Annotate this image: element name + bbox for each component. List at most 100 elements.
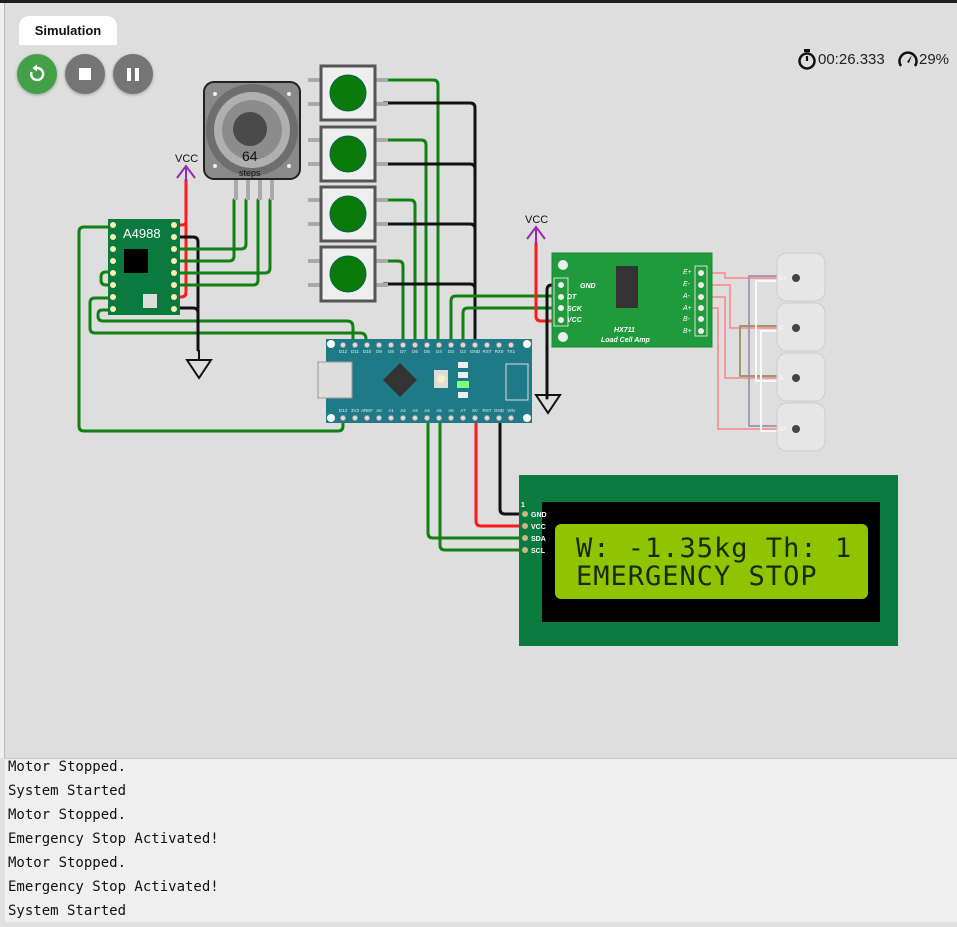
- stopwatch-icon: [798, 49, 816, 70]
- nano-top-pin[interactable]: [424, 342, 430, 348]
- nano-top-pin[interactable]: [484, 342, 490, 348]
- hx711-pin-gnd: GND: [580, 283, 596, 290]
- wire-hx-dt: [449, 294, 561, 349]
- nano-top-pin[interactable]: [448, 342, 454, 348]
- nano-bottom-pin[interactable]: [400, 415, 406, 421]
- pushbutton-3[interactable]: [308, 185, 388, 243]
- nano-bottom-pin[interactable]: [448, 415, 454, 421]
- hx711-module[interactable]: GND DT SCK VCC HX711 Load Cell Amp E+ E-…: [551, 252, 713, 348]
- stepper-motor[interactable]: 64 steps: [203, 81, 301, 200]
- load-cell-label: A-: [779, 376, 785, 382]
- nano-bottom-pin[interactable]: [424, 415, 430, 421]
- elapsed-time: 00:26.333: [818, 50, 885, 68]
- console-line: Motor Stopped.: [8, 807, 127, 823]
- pushbutton-4[interactable]: [308, 245, 388, 303]
- nano-top-pin-label: RST: [483, 349, 492, 354]
- wire-hx-sck: [461, 306, 561, 349]
- wire-driver-vcc: [174, 178, 188, 299]
- console-line: Motor Stopped.: [8, 855, 127, 871]
- nano-top-pin[interactable]: [364, 342, 370, 348]
- lcd-pin-gnd: GND: [531, 512, 547, 519]
- wire-lcd-scl: [438, 416, 526, 552]
- hx711-pin-sck: SCK: [567, 306, 583, 313]
- nano-top-pin[interactable]: [460, 342, 466, 348]
- nano-top-pin-label: D9: [376, 349, 382, 354]
- nano-top-pin-label: D7: [400, 349, 406, 354]
- pause-icon: [127, 68, 139, 81]
- nano-top-pin-label: D5: [424, 349, 430, 354]
- nano-bottom-pin-label: 3V3: [351, 408, 360, 413]
- nano-top-pin[interactable]: [388, 342, 394, 348]
- pushbutton-1[interactable]: [308, 64, 388, 122]
- lcd-pin-sda: SDA: [531, 536, 546, 543]
- nano-top-pin[interactable]: [472, 342, 478, 348]
- nano-top-pin-label: D4: [436, 349, 442, 354]
- lcd-1602[interactable]: 1 GND VCC SDA SCL W: -1.35kg Th: 1 EMERG…: [519, 475, 898, 646]
- nano-top-pin-label: D2: [460, 349, 466, 354]
- nano-bottom-pin[interactable]: [340, 415, 346, 421]
- hx711-pin-e-plus: E+: [683, 269, 692, 276]
- hx711-pin-b-plus: B+: [683, 328, 692, 335]
- nano-bottom-pin-label: 5V: [472, 408, 478, 413]
- nano-bottom-pin[interactable]: [376, 415, 382, 421]
- nano-bottom-pin-label: A3: [412, 408, 418, 413]
- nano-bottom-pin[interactable]: [496, 415, 502, 421]
- simulation-canvas[interactable]: VCC VCC 64 steps A498: [5, 3, 957, 758]
- nano-bottom-pin[interactable]: [364, 415, 370, 421]
- nano-top-pin-label: D11: [351, 349, 359, 354]
- window-top-bar: [0, 0, 957, 3]
- console-line: Emergency Stop Activated!: [8, 831, 219, 847]
- nano-top-pin[interactable]: [508, 342, 514, 348]
- load-cell-4: A+: [776, 402, 826, 452]
- load-cell-label: A+: [779, 427, 787, 433]
- nano-top-pin[interactable]: [496, 342, 502, 348]
- vcc-label-1: VCC: [175, 153, 198, 165]
- serial-monitor[interactable]: Motor Stopped. System Started Motor Stop…: [5, 758, 957, 922]
- nano-bottom-pin-label: AREF: [361, 408, 373, 413]
- nano-top-pin[interactable]: [400, 342, 406, 348]
- stop-button[interactable]: [65, 54, 105, 94]
- pushbutton-2[interactable]: [308, 125, 388, 183]
- nano-bottom-pin-label: VIN: [507, 408, 515, 413]
- nano-bottom-pin[interactable]: [436, 415, 442, 421]
- elapsed-time-display: 00:26.333: [796, 48, 885, 70]
- nano-bottom-pin-label: A2: [400, 408, 406, 413]
- tab-simulation[interactable]: Simulation: [19, 16, 117, 45]
- hx711-pin-vcc: VCC: [567, 317, 583, 324]
- nano-bottom-pin-label: GND: [494, 408, 505, 413]
- load-cells[interactable]: E+ E- A- A+: [776, 252, 826, 452]
- nano-bottom-pin[interactable]: [412, 415, 418, 421]
- nano-bottom-pin[interactable]: [508, 415, 514, 421]
- wire-hx-vcc: [534, 241, 561, 323]
- nano-bottom-pin[interactable]: [388, 415, 394, 421]
- nano-bottom-pin[interactable]: [472, 415, 478, 421]
- simulation-speed: 29%: [919, 50, 950, 68]
- nano-top-pin[interactable]: [412, 342, 418, 348]
- tab-simulation-label: Simulation: [34, 23, 102, 38]
- a4988-driver[interactable]: A4988: [108, 219, 180, 315]
- nano-top-pin[interactable]: [340, 342, 346, 348]
- stepper-steps-unit: steps: [239, 168, 261, 178]
- wire-btn1: [382, 78, 440, 349]
- wire-coil-4: [174, 198, 260, 287]
- wire-lcd-gnd: [498, 416, 526, 516]
- nano-top-pin[interactable]: [436, 342, 442, 348]
- nano-top-pin[interactable]: [376, 342, 382, 348]
- gnd-symbol-2: [534, 394, 562, 415]
- nano-top-pin-label: D3: [448, 349, 454, 354]
- wire-lcd-vcc: [474, 416, 526, 528]
- nano-bottom-pin[interactable]: [484, 415, 490, 421]
- nano-bottom-pin-label: D13: [339, 408, 348, 413]
- nano-bottom-pin[interactable]: [352, 415, 358, 421]
- speedometer-icon: [898, 51, 918, 67]
- nano-bottom-pin[interactable]: [460, 415, 466, 421]
- restart-button[interactable]: [17, 54, 57, 94]
- nano-top-pin[interactable]: [352, 342, 358, 348]
- left-panel-edge[interactable]: [0, 3, 5, 758]
- pause-button[interactable]: [113, 54, 153, 94]
- nano-top-pin-label: GND: [470, 349, 481, 354]
- hx711-pin-a-plus: A+: [682, 305, 692, 312]
- wire-coil-3: [174, 198, 272, 275]
- hx711-pin-dt: DT: [567, 294, 577, 301]
